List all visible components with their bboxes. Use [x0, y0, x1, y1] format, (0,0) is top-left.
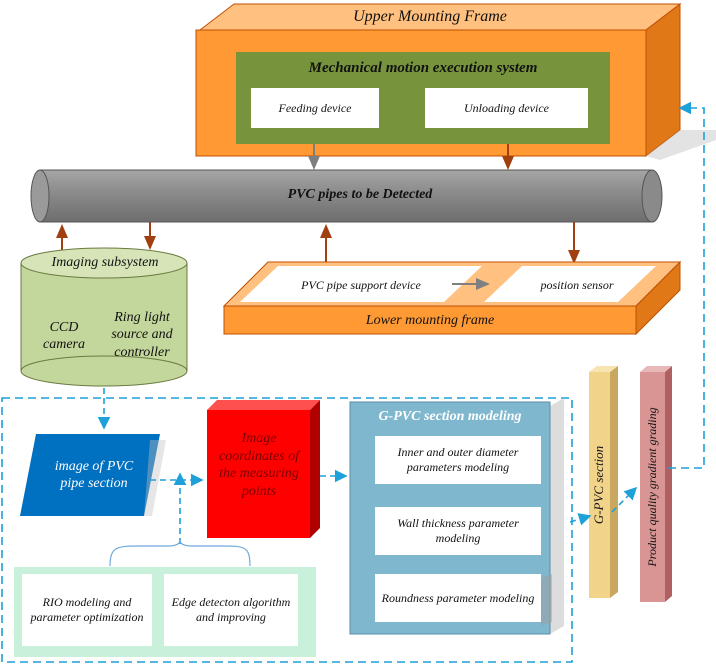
processing-dashed-border — [1, 397, 573, 663]
modeling-to-section-arrow — [569, 513, 592, 526]
image-box-label: image of PVC pipe section — [54, 458, 134, 492]
imaging-subsystem — [20, 247, 188, 387]
section-to-grading-arrow — [611, 486, 638, 513]
feeding-device-label: Feeding device — [278, 100, 352, 115]
gpvc-section-bar — [589, 366, 618, 598]
image-box-shape — [20, 434, 160, 516]
rio-modeling-label: RIO modeling and parameter optimization — [30, 595, 144, 624]
coords-box-label: Image coordinates of the measuring point… — [219, 431, 299, 499]
ring-light-label: Ring light source and controller — [111, 309, 173, 360]
upper-frame-label: Upper Mounting Frame — [353, 8, 507, 25]
coords-box-shape — [207, 400, 320, 538]
edge-detection-label: Edge detecton algorithm and improving — [171, 595, 291, 624]
pipe-label: PVC pipes to be Detected — [287, 187, 433, 203]
gpvc-section-label: G-PVC section — [590, 445, 606, 525]
imaging-subsystem-title: Imaging subsystem — [51, 255, 159, 271]
pvc-pipe — [30, 169, 663, 223]
support-device-label: PVC pipe support device — [301, 277, 421, 292]
feedback-loop-arrow — [668, 101, 705, 469]
unloading-device-label: Unloading device — [464, 100, 549, 115]
modeling-item-diameter: Inner and outer diameter parameters mode… — [397, 445, 519, 474]
modeling-panel — [349, 398, 564, 635]
modeling-item-roundness: Roundness parameter modeling — [381, 590, 535, 605]
ccd-camera-label: CCD camera — [43, 319, 85, 353]
lower-frame-label: Lower mounting frame — [365, 313, 495, 329]
algorithms-brace — [109, 539, 251, 567]
modeling-item-wall-thickness: Wall thickness parameter modeling — [397, 516, 519, 545]
position-sensor-label: position sensor — [540, 277, 614, 292]
motion-system-panel — [236, 52, 610, 144]
grading-label: Product quality gradient grading — [644, 407, 659, 567]
modeling-title: G-PVC section modeling — [378, 409, 522, 425]
grading-bar — [640, 366, 672, 602]
motion-system-title: Mechanical motion execution system — [308, 59, 538, 76]
algorithms-panel — [14, 567, 316, 657]
